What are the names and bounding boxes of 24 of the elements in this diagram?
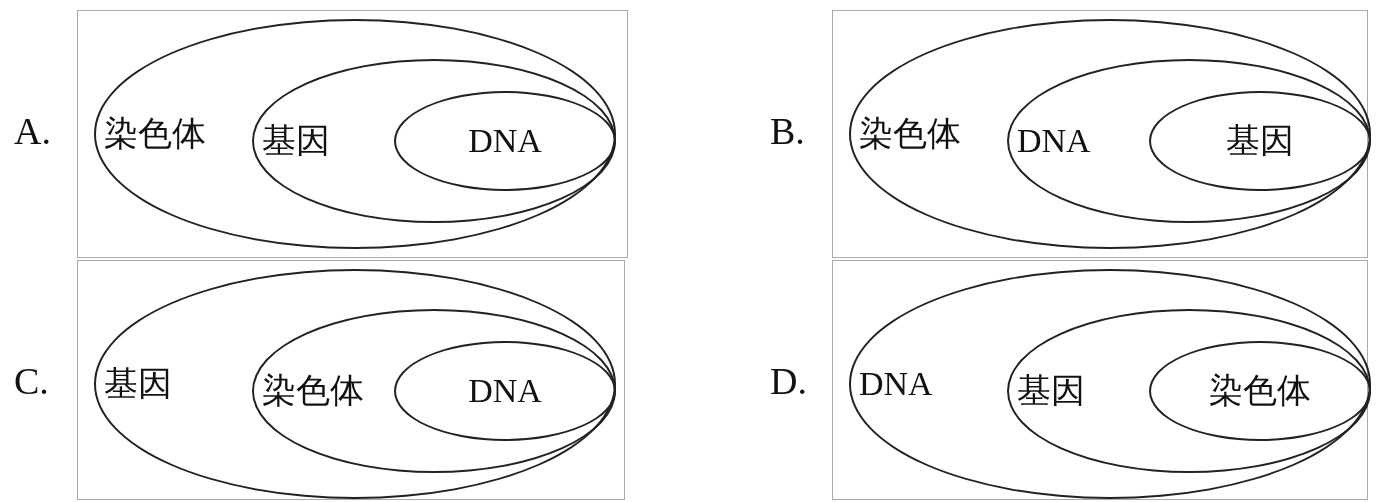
option-letter: D. — [770, 362, 807, 400]
oval-region — [252, 309, 616, 473]
oval-region — [252, 59, 616, 223]
region-label: 染色体 — [262, 374, 364, 408]
region-label: 基因 — [262, 124, 330, 158]
region-label: DNA — [468, 124, 542, 158]
option-letter: A. — [14, 112, 51, 150]
option-letter: B. — [770, 112, 805, 150]
option-letter: C. — [14, 362, 49, 400]
region-label: 染色体 — [859, 117, 961, 151]
oval-region — [1007, 59, 1371, 223]
region-label: DNA — [468, 374, 542, 408]
oval-region — [1149, 341, 1371, 441]
oval-region — [394, 91, 616, 191]
region-label: 基因 — [104, 367, 172, 401]
oval-region — [1007, 309, 1371, 473]
region-label: DNA — [1017, 124, 1091, 158]
region-label: DNA — [859, 367, 933, 401]
region-label: 基因 — [1226, 124, 1294, 158]
region-label: 染色体 — [104, 117, 206, 151]
region-label: 基因 — [1017, 374, 1085, 408]
region-label: 染色体 — [1209, 374, 1311, 408]
oval-region — [394, 341, 616, 441]
oval-region — [1149, 91, 1371, 191]
